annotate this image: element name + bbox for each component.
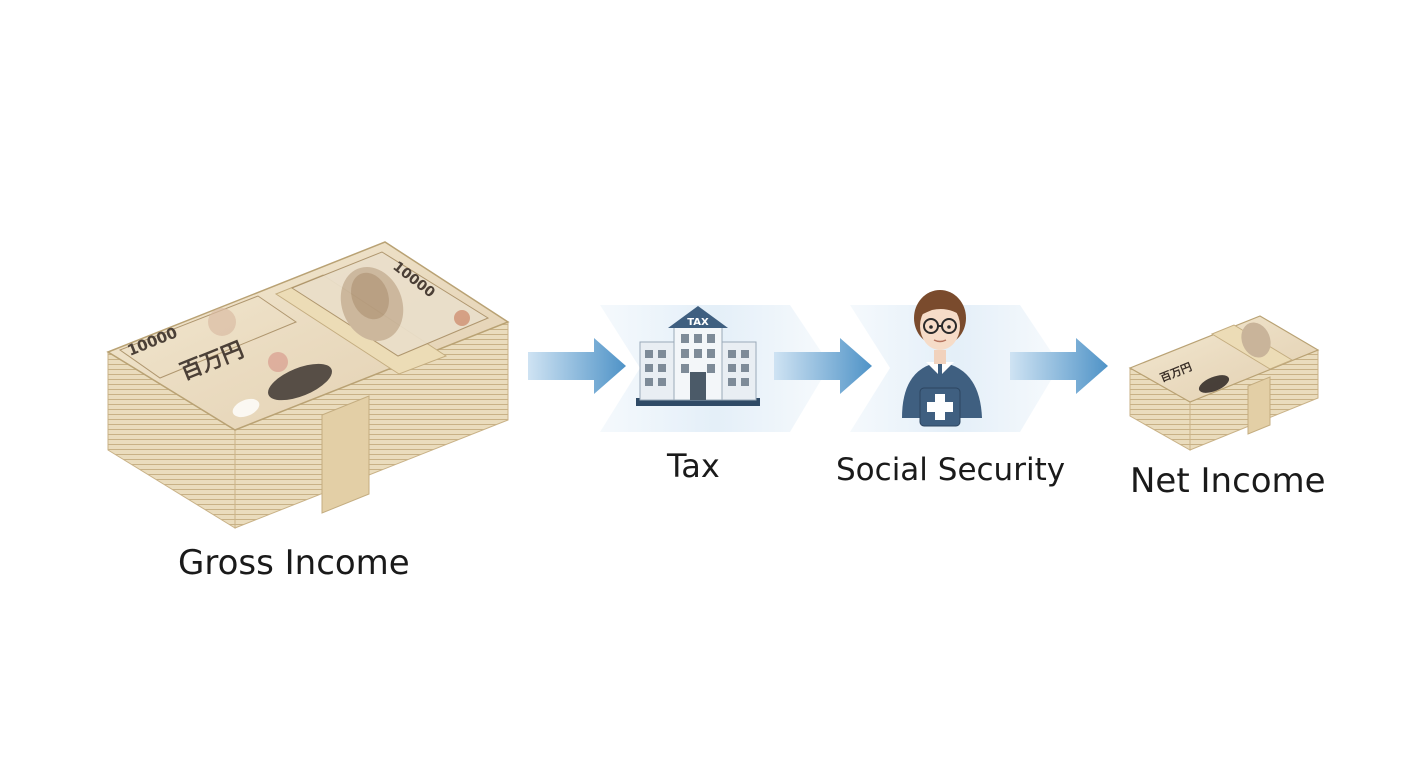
social-security-officer-icon [902,290,982,427]
net-income-stack-icon: 百万円 [1128,315,1320,451]
tax-label: Tax [667,447,720,485]
arrow-right-icon [528,338,626,394]
social-security-label: Social Security [836,452,1066,488]
net-income-label: Net Income [1130,461,1326,501]
gross-income-stack-icon: 10000 百万円 10000 [106,241,510,529]
arrow-right-icon [1010,338,1108,394]
gross-income-label: Gross Income [178,543,410,583]
tax-sign: TAX [687,317,709,328]
arrow-right-icon [774,338,872,394]
tax-office-building-icon: TAX [636,306,760,406]
